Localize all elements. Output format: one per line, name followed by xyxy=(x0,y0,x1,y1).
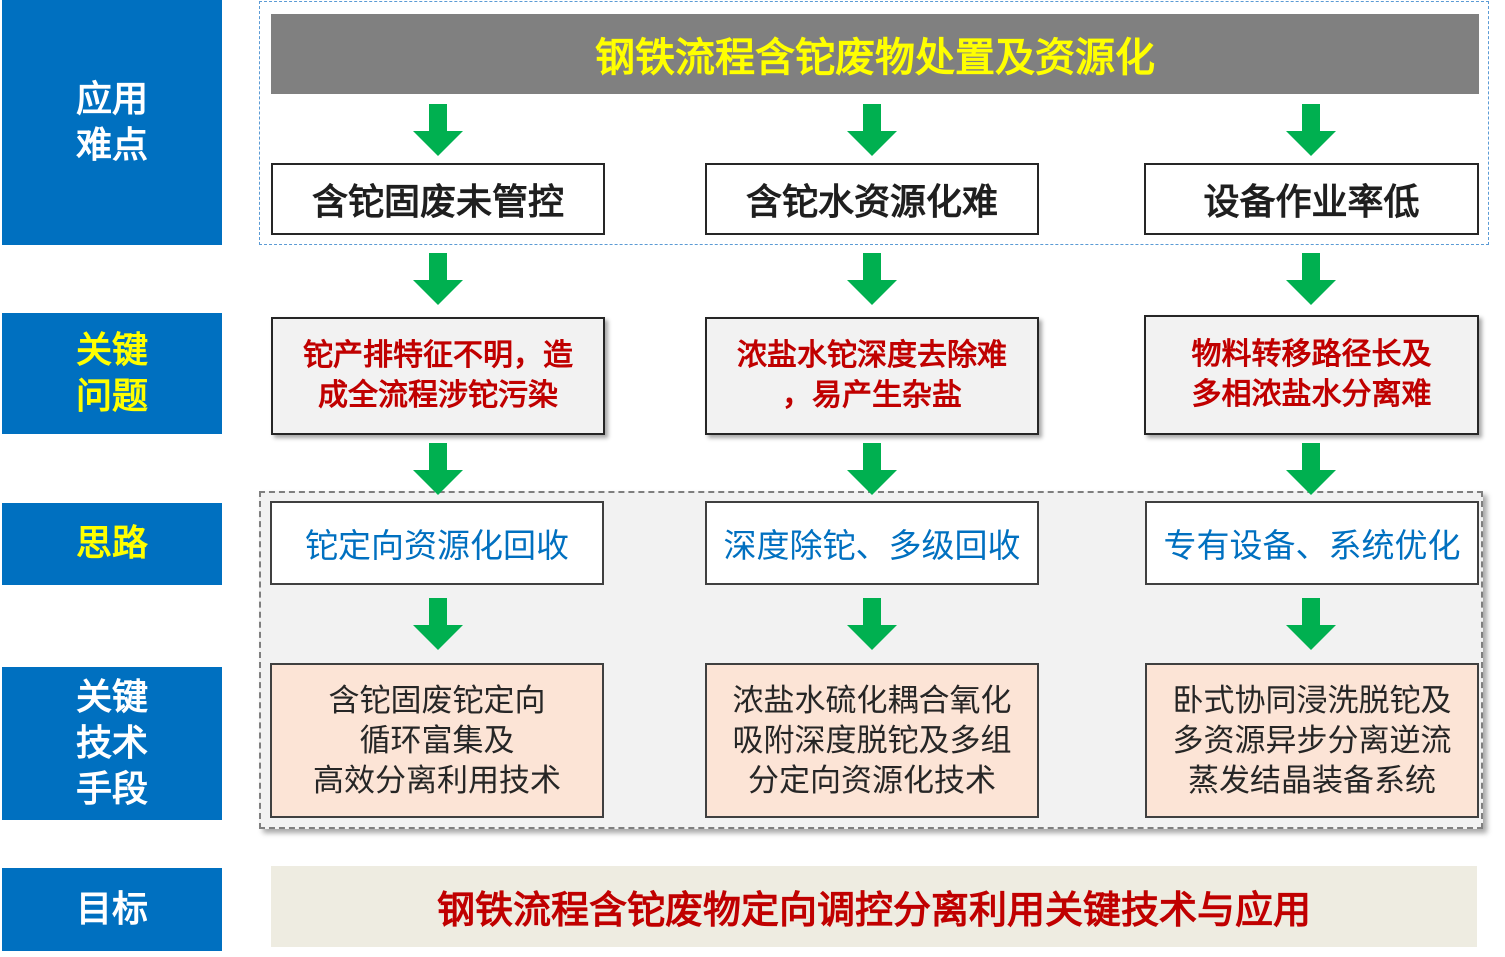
key-issue-box-3: 物料转移路径长及 多相浓盐水分离难 xyxy=(1144,315,1479,435)
row-label-difficulty: 应用 难点 xyxy=(2,0,222,245)
goal-banner: 钢铁流程含铊废物定向调控分离利用关键技术与应用 xyxy=(271,866,1477,947)
down-arrow-icon xyxy=(1286,443,1336,495)
difficulty-box-1: 含铊固废未管控 xyxy=(271,163,605,235)
topic-banner: 钢铁流程含铊废物处置及资源化 xyxy=(271,14,1479,94)
tech-box-1: 含铊固废铊定向 循环富集及 高效分离利用技术 xyxy=(270,663,604,818)
key-issue-box-2: 浓盐水铊深度去除难 ，易产生杂盐 xyxy=(705,317,1039,435)
difficulty-zone-frame xyxy=(259,1,1489,245)
down-arrow-icon xyxy=(847,253,897,305)
down-arrow-icon xyxy=(1286,598,1336,650)
difficulty-box-2: 含铊水资源化难 xyxy=(705,163,1039,235)
tech-box-2: 浓盐水硫化耦合氧化 吸附深度脱铊及多组 分定向资源化技术 xyxy=(705,663,1039,818)
down-arrow-icon xyxy=(413,104,463,156)
down-arrow-icon xyxy=(847,104,897,156)
row-label-key-issue: 关键 问题 xyxy=(2,313,222,434)
down-arrow-icon xyxy=(1286,104,1336,156)
down-arrow-icon xyxy=(1286,253,1336,305)
approach-box-2: 深度除铊、多级回收 xyxy=(705,501,1039,585)
down-arrow-icon xyxy=(847,443,897,495)
approach-box-3: 专有设备、系统优化 xyxy=(1145,501,1479,585)
key-issue-box-1: 铊产排特征不明，造 成全流程涉铊污染 xyxy=(271,317,605,435)
down-arrow-icon xyxy=(413,253,463,305)
down-arrow-icon xyxy=(847,598,897,650)
down-arrow-icon xyxy=(413,598,463,650)
row-label-goal: 目标 xyxy=(2,868,222,951)
row-label-approach: 思路 xyxy=(2,503,222,585)
row-label-key-tech: 关键 技术 手段 xyxy=(2,667,222,820)
approach-box-1: 铊定向资源化回收 xyxy=(270,501,604,585)
tech-box-3: 卧式协同浸洗脱铊及 多资源异步分离逆流 蒸发结晶装备系统 xyxy=(1145,663,1479,818)
difficulty-box-3: 设备作业率低 xyxy=(1144,163,1479,235)
down-arrow-icon xyxy=(413,443,463,495)
